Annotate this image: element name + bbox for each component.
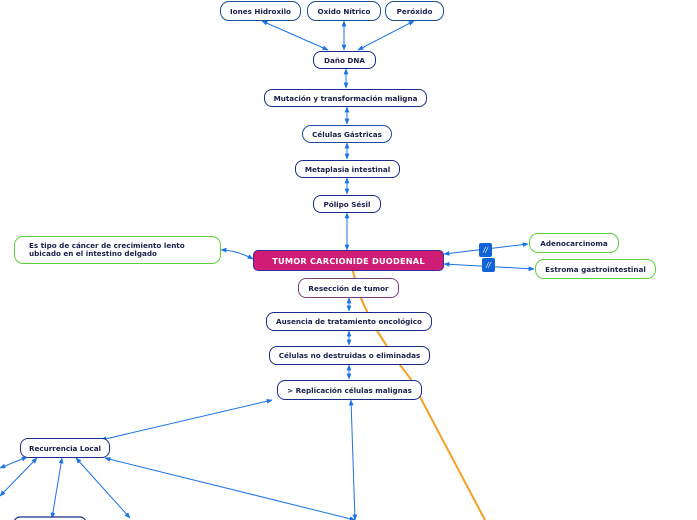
node-mutacion[interactable]: Mutación y transformación maligna (264, 89, 427, 107)
node-iones-hidroxilo[interactable]: Iones Hidroxilo (220, 1, 301, 21)
node-peroxido[interactable]: Peróxido (385, 1, 444, 21)
node-oxido-nitrico[interactable]: Oxido Nítrico (307, 1, 381, 21)
node-ausencia[interactable]: Ausencia de tratamiento oncológico (266, 312, 432, 331)
node-descripcion[interactable]: Es tipo de cáncer de crecimiento lento u… (14, 236, 221, 264)
connector-replicacion-recurrencia (100, 398, 273, 442)
connector-recurrencia-bottom-a (50, 457, 64, 519)
partial-node-bottom-left[interactable] (14, 516, 86, 520)
connector-replicacion-bottom-mid (348, 399, 358, 520)
node-recurrencia-local[interactable]: Recurrencia Local (20, 438, 110, 458)
node-adenocarcinoma[interactable]: Adenocarcinoma (529, 233, 619, 253)
node-tumor-central[interactable]: TUMOR CARCIONIDE DUODENAL (253, 250, 444, 271)
node-celulas-gastricas[interactable]: Células Gástricas (302, 125, 392, 143)
node-celulas-no-destruidas[interactable]: Células no destruidas o eliminadas (269, 346, 430, 365)
node-polipo-sesil[interactable]: Pólipo Sésil (313, 195, 381, 213)
connector-central-descripcion (220, 247, 254, 260)
node-replicacion[interactable]: > Replicación células malignas (277, 380, 422, 400)
node-estroma[interactable]: Estroma gastrointestinal (535, 259, 656, 279)
connector-recurrencia-left-a (0, 456, 28, 469)
node-reseccion[interactable]: Resección de tumor (298, 278, 399, 298)
connector-recurrencia-left-b (0, 457, 38, 497)
connector-recurrencia-bottom-b (75, 457, 131, 519)
connector-peroxido-dano (357, 20, 415, 51)
connector-iones-dano (261, 20, 329, 51)
link-tag-icon[interactable]: // (482, 258, 495, 272)
connector-recurrencia-bottom-mid (104, 456, 356, 520)
link-tag-icon[interactable]: // (479, 243, 492, 257)
node-metaplasia[interactable]: Metaplasia intestinal (295, 160, 400, 178)
node-dano-dna[interactable]: Daño DNA (313, 51, 376, 69)
